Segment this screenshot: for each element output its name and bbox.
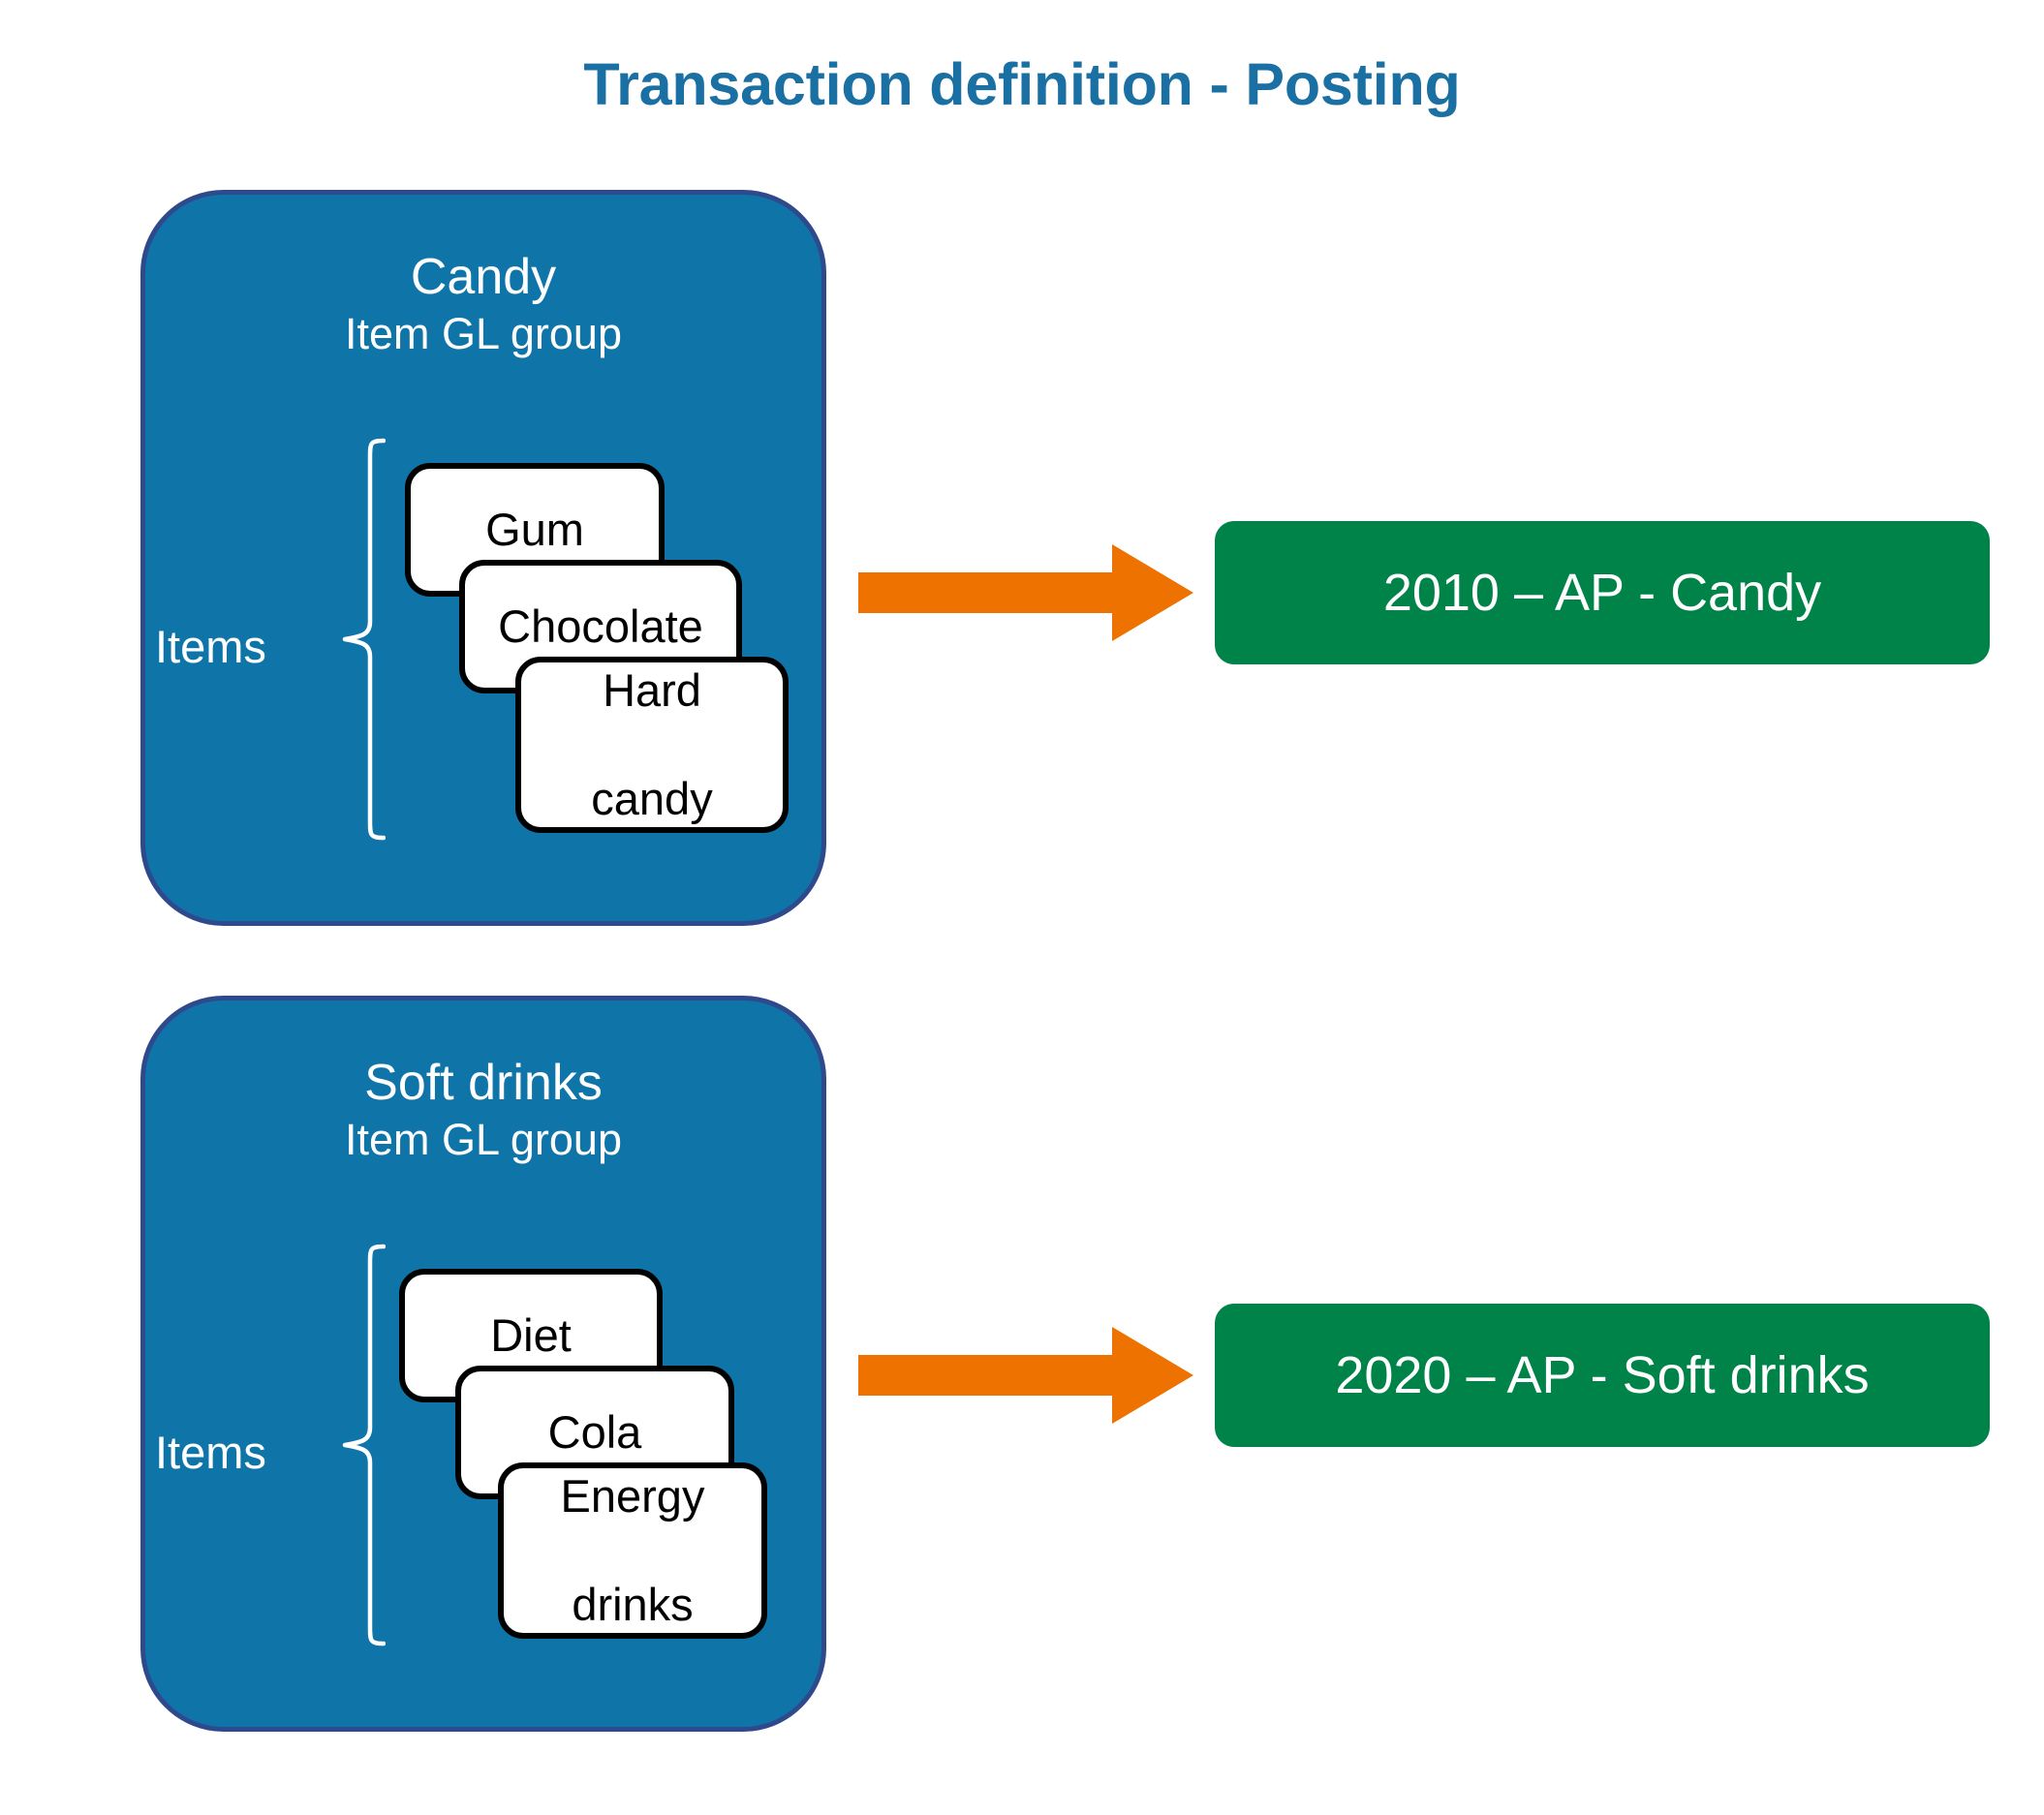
group-header-candy: Candy Item GL group <box>145 247 821 361</box>
page-title: Transaction definition - Posting <box>583 51 1461 117</box>
item-card-line-2: drinks <box>572 1579 694 1630</box>
item-card-hard-candy: Hard candy <box>515 657 789 833</box>
group-title-soft-drinks: Soft drinks <box>364 1055 603 1111</box>
item-card-line-2: candy <box>591 773 713 824</box>
items-label-candy: Items <box>155 621 266 672</box>
item-card-label: Cola <box>547 1406 642 1458</box>
ledger-account-label: 2020 – AP - Soft drinks <box>1335 1346 1870 1404</box>
flow-arrow-candy <box>858 542 1195 643</box>
ledger-account-label: 2010 – AP - Candy <box>1382 564 1822 622</box>
item-card-label: Diet <box>490 1309 572 1361</box>
items-brace-soft-drinks <box>341 1244 386 1646</box>
item-card-line-1: Hard <box>603 664 701 716</box>
ledger-account-box-soft-drinks: 2020 – AP - Soft drinks <box>1215 1304 1990 1447</box>
item-card-label: Hard candy <box>527 663 777 826</box>
group-subtitle-soft-drinks: Item GL group <box>345 1115 622 1164</box>
item-card-energy-drinks: Energy drinks <box>498 1462 767 1639</box>
group-title-candy: Candy <box>410 249 557 305</box>
flow-arrow-soft-drinks <box>858 1325 1195 1426</box>
item-card-label: Energy drinks <box>510 1469 756 1632</box>
item-card-label: Gum <box>485 504 584 555</box>
group-header-soft-drinks: Soft drinks Item GL group <box>145 1053 821 1167</box>
items-brace-candy <box>341 438 386 841</box>
item-card-line-1: Energy <box>560 1470 705 1522</box>
item-card-label: Chocolate <box>498 600 703 652</box>
item-gl-group-panel-candy: Candy Item GL group <box>140 190 826 926</box>
group-subtitle-candy: Item GL group <box>345 309 622 358</box>
ledger-account-box-candy: 2010 – AP - Candy <box>1215 521 1990 664</box>
items-label-soft-drinks: Items <box>155 1427 266 1478</box>
